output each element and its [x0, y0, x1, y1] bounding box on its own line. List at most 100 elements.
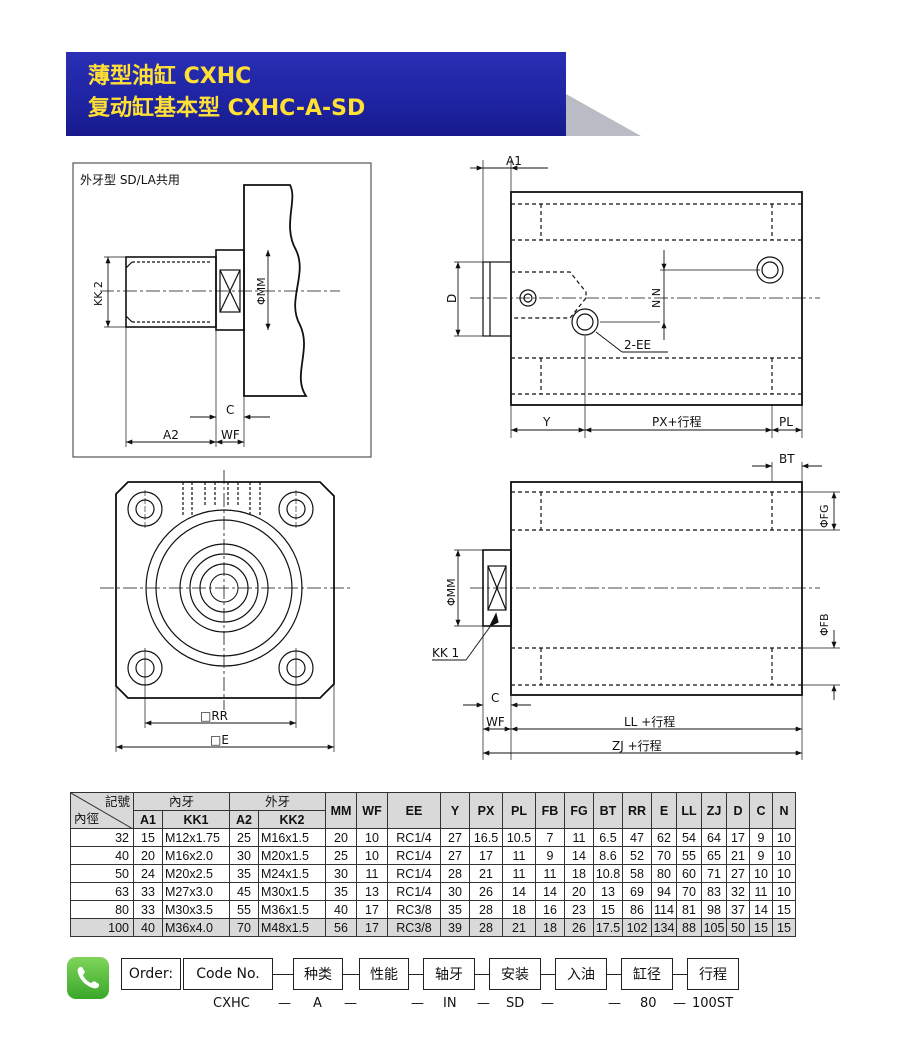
table-cell: 18 [502, 900, 536, 919]
group-inner-header: 內牙 [133, 792, 230, 811]
order-value-thread: IN [443, 996, 457, 1011]
order-code-row: Order: Code No. 种类 性能 轴牙 安装 入油 缸径 行程 [0, 958, 910, 994]
table-cell: 13 [356, 882, 388, 901]
col-header: N [772, 792, 796, 829]
technical-drawings: 外牙型 SD/LA共用 KK 2 ΦMM C A2 WF [72, 154, 840, 760]
page-title: 薄型油缸 CXHC [88, 64, 252, 89]
subcol-header: KK2 [258, 810, 326, 829]
table-cell: 27 [440, 846, 470, 865]
subcol-header: A2 [229, 810, 259, 829]
subcol-header: KK1 [162, 810, 230, 829]
table-cell: 30 [440, 882, 470, 901]
col-header: D [726, 792, 750, 829]
table-cell: 60 [676, 864, 702, 883]
table-cell: 45 [229, 882, 259, 901]
col-header: WF [356, 792, 388, 829]
table-cell: 13 [593, 882, 623, 901]
order-thread: 轴牙 [423, 958, 475, 990]
table-cell: 17 [356, 900, 388, 919]
c-label: C [226, 403, 234, 417]
table-cell: 33 [133, 900, 163, 919]
table-cell: 10 [772, 882, 796, 901]
table-cell: 86 [622, 900, 652, 919]
fg-label: ΦFG [818, 504, 831, 528]
table-cell: 14 [564, 846, 594, 865]
corner-top-label: 記號 [104, 795, 130, 809]
thread-detail-view [72, 162, 372, 458]
table-cell: 20 [133, 846, 163, 865]
bore-cell: 50 [70, 864, 134, 883]
table-cell: 17 [469, 846, 503, 865]
phone-glyph-icon [77, 967, 99, 989]
table-cell: 11 [564, 828, 594, 847]
table-cell: 11 [502, 864, 536, 883]
table-cell: 23 [564, 900, 594, 919]
table-cell: 11 [356, 864, 388, 883]
bore-cell: 63 [70, 882, 134, 901]
table-cell: 21 [469, 864, 503, 883]
bore-cell: 100 [70, 918, 134, 937]
col-header: EE [387, 792, 441, 829]
bottom-view [432, 462, 840, 760]
table-cell: M16x2.0 [162, 846, 230, 865]
table-cell: 24 [133, 864, 163, 883]
col-header: RR [622, 792, 652, 829]
table-cell: 11 [535, 864, 565, 883]
wf-label: WF [221, 428, 240, 442]
table-cell: 15 [772, 900, 796, 919]
table-cell: 10 [749, 864, 773, 883]
pl-label: PL [779, 415, 793, 429]
corner-header: 記號 內徑 [70, 792, 134, 829]
group-outer-header: 外牙 [229, 792, 326, 811]
phone-icon [67, 957, 109, 999]
table-cell: M36x4.0 [162, 918, 230, 937]
table-cell: 9 [749, 846, 773, 865]
table-cell: 16.5 [469, 828, 503, 847]
corner-bottom-label: 內徑 [74, 812, 100, 826]
table-cell: 80 [651, 864, 677, 883]
y-label: Y [542, 415, 551, 429]
table-cell: 88 [676, 918, 702, 937]
subcol-header: A1 [133, 810, 163, 829]
corner-diagonal [71, 793, 133, 829]
table-cell: 17 [726, 828, 750, 847]
table-cell: 10 [772, 846, 796, 865]
order-value-dash: — [673, 996, 686, 1011]
col-header: PL [502, 792, 536, 829]
table-cell: 55 [676, 846, 702, 865]
table-cell: M16x1.5 [258, 828, 326, 847]
side-view [454, 160, 820, 438]
order-value-dash: — [608, 996, 621, 1011]
table-cell: M48x1.5 [258, 918, 326, 937]
table-cell: 134 [651, 918, 677, 937]
table-cell: RC1/4 [387, 846, 441, 865]
table-cell: 114 [651, 900, 677, 919]
order-dash [607, 974, 621, 975]
table-cell: RC1/4 [387, 828, 441, 847]
order-bore: 缸径 [621, 958, 673, 990]
a2-label: A2 [163, 428, 179, 442]
table-cell: 47 [622, 828, 652, 847]
table-cell: M30x3.5 [162, 900, 230, 919]
order-dash [343, 974, 359, 975]
table-cell: 14 [535, 882, 565, 901]
table-cell: M36x1.5 [258, 900, 326, 919]
table-cell: 11 [502, 846, 536, 865]
table-cell: 25 [325, 846, 357, 865]
table-cell: 94 [651, 882, 677, 901]
col-header: FG [564, 792, 594, 829]
table-cell: 32 [726, 882, 750, 901]
order-mount: 安装 [489, 958, 541, 990]
col-header: ZJ [701, 792, 727, 829]
table-cell: 27 [726, 864, 750, 883]
table-cell: 33 [133, 882, 163, 901]
table-cell: 26 [469, 882, 503, 901]
title-decoration [566, 94, 641, 136]
wf-label-bottom: WF [486, 715, 505, 729]
table-cell: 52 [622, 846, 652, 865]
